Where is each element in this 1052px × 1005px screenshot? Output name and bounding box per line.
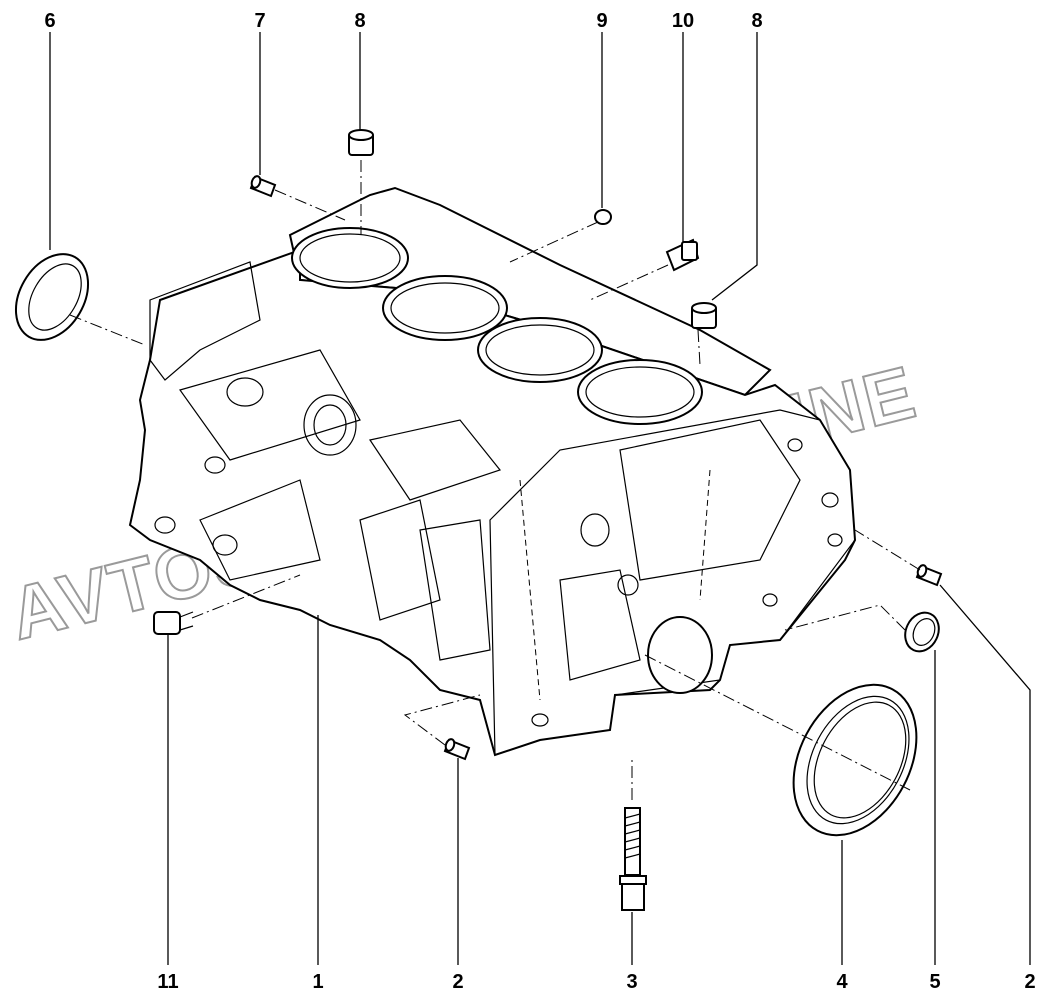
threaded-plug xyxy=(665,238,700,272)
bushing xyxy=(904,611,940,653)
callout-3: 3 xyxy=(626,971,637,993)
callout-4: 4 xyxy=(836,971,848,993)
callout-2-left: 2 xyxy=(452,971,463,993)
plug-top-right xyxy=(691,302,717,329)
callout-7: 7 xyxy=(254,10,265,32)
rear-oil-seal xyxy=(792,683,918,837)
callout-numbers: 6 7 8 9 10 8 11 1 2 3 4 5 2 xyxy=(44,10,1035,993)
leader-lines xyxy=(49,32,1031,965)
callout-6: 6 xyxy=(44,10,55,32)
plug-top-left xyxy=(348,129,374,156)
oil-seal-left xyxy=(14,253,90,341)
callout-11: 11 xyxy=(157,971,178,993)
callout-8-right: 8 xyxy=(751,10,762,32)
small-plug xyxy=(594,209,612,225)
callout-8-left: 8 xyxy=(354,10,365,32)
dowel-pin-right xyxy=(915,564,943,587)
dowel-pin-top xyxy=(249,175,277,198)
callout-1: 1 xyxy=(312,971,323,993)
bolt xyxy=(619,807,647,911)
callout-9: 9 xyxy=(596,10,607,32)
drain-plug xyxy=(153,611,194,635)
callout-5: 5 xyxy=(929,971,940,993)
cylinder-block xyxy=(128,186,857,757)
callout-10: 10 xyxy=(672,10,694,32)
assembly-axis-lines xyxy=(69,160,921,800)
dowel-pin-bottom xyxy=(443,738,471,761)
callout-2-right: 2 xyxy=(1024,971,1035,993)
